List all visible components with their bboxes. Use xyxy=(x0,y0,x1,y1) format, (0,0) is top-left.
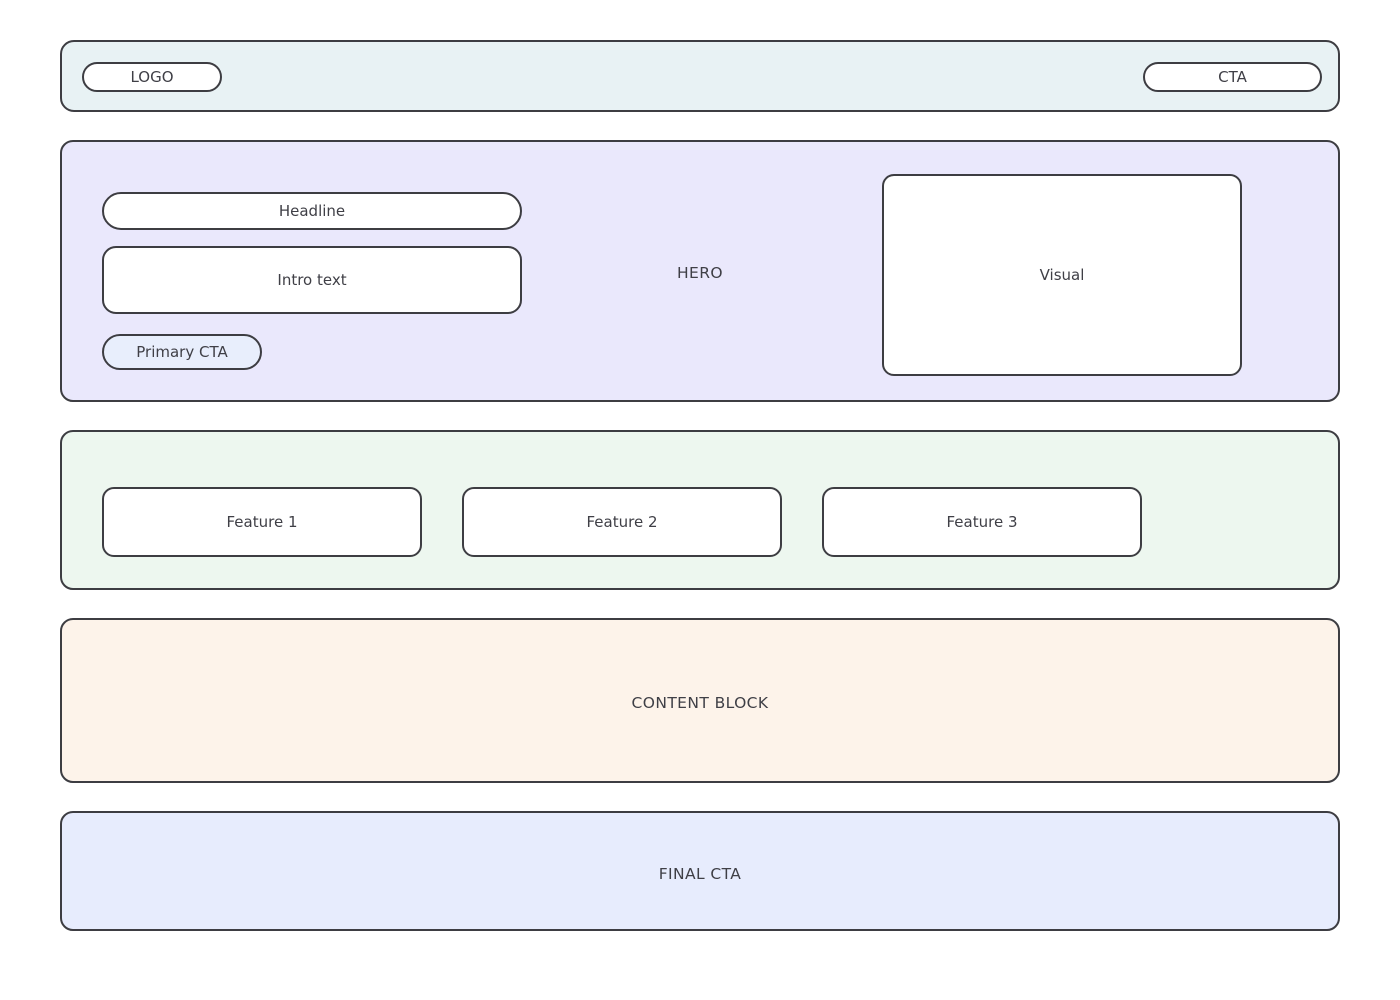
content-block-label: CONTENT BLOCK xyxy=(631,694,769,712)
hero-intro-label: Intro text xyxy=(277,271,347,289)
hero-section: HERO Headline Intro text Primary CTA Vis… xyxy=(60,140,1340,402)
final-cta-label: FINAL CTA xyxy=(658,865,742,883)
feature-card[interactable]: Feature 1 xyxy=(102,487,422,557)
feature-card[interactable]: Feature 3 xyxy=(822,487,1142,557)
hero-headline-label: Headline xyxy=(278,202,346,220)
feature-card-label: Feature 1 xyxy=(226,513,298,531)
hero-visual-label: Visual xyxy=(1039,266,1085,284)
logo-chip[interactable]: LOGO xyxy=(82,62,222,92)
feature-card-label: Feature 2 xyxy=(586,513,658,531)
header-section: LOGO CTA xyxy=(60,40,1340,112)
hero-headline-placeholder: Headline xyxy=(102,192,522,230)
hero-primary-cta-label: Primary CTA xyxy=(136,343,228,361)
hero-intro-placeholder: Intro text xyxy=(102,246,522,314)
hero-primary-cta-button[interactable]: Primary CTA xyxy=(102,334,262,370)
content-block-section: CONTENT BLOCK xyxy=(60,618,1340,783)
hero-visual-placeholder: Visual xyxy=(882,174,1242,376)
header-cta-button[interactable]: CTA xyxy=(1143,62,1322,92)
final-cta-section: FINAL CTA xyxy=(60,811,1340,931)
feature-card-label: Feature 3 xyxy=(946,513,1018,531)
logo-label: LOGO xyxy=(130,68,174,86)
feature-card[interactable]: Feature 2 xyxy=(462,487,782,557)
header-cta-label: CTA xyxy=(1218,68,1247,86)
features-section: Feature 1 Feature 2 Feature 3 xyxy=(60,430,1340,590)
